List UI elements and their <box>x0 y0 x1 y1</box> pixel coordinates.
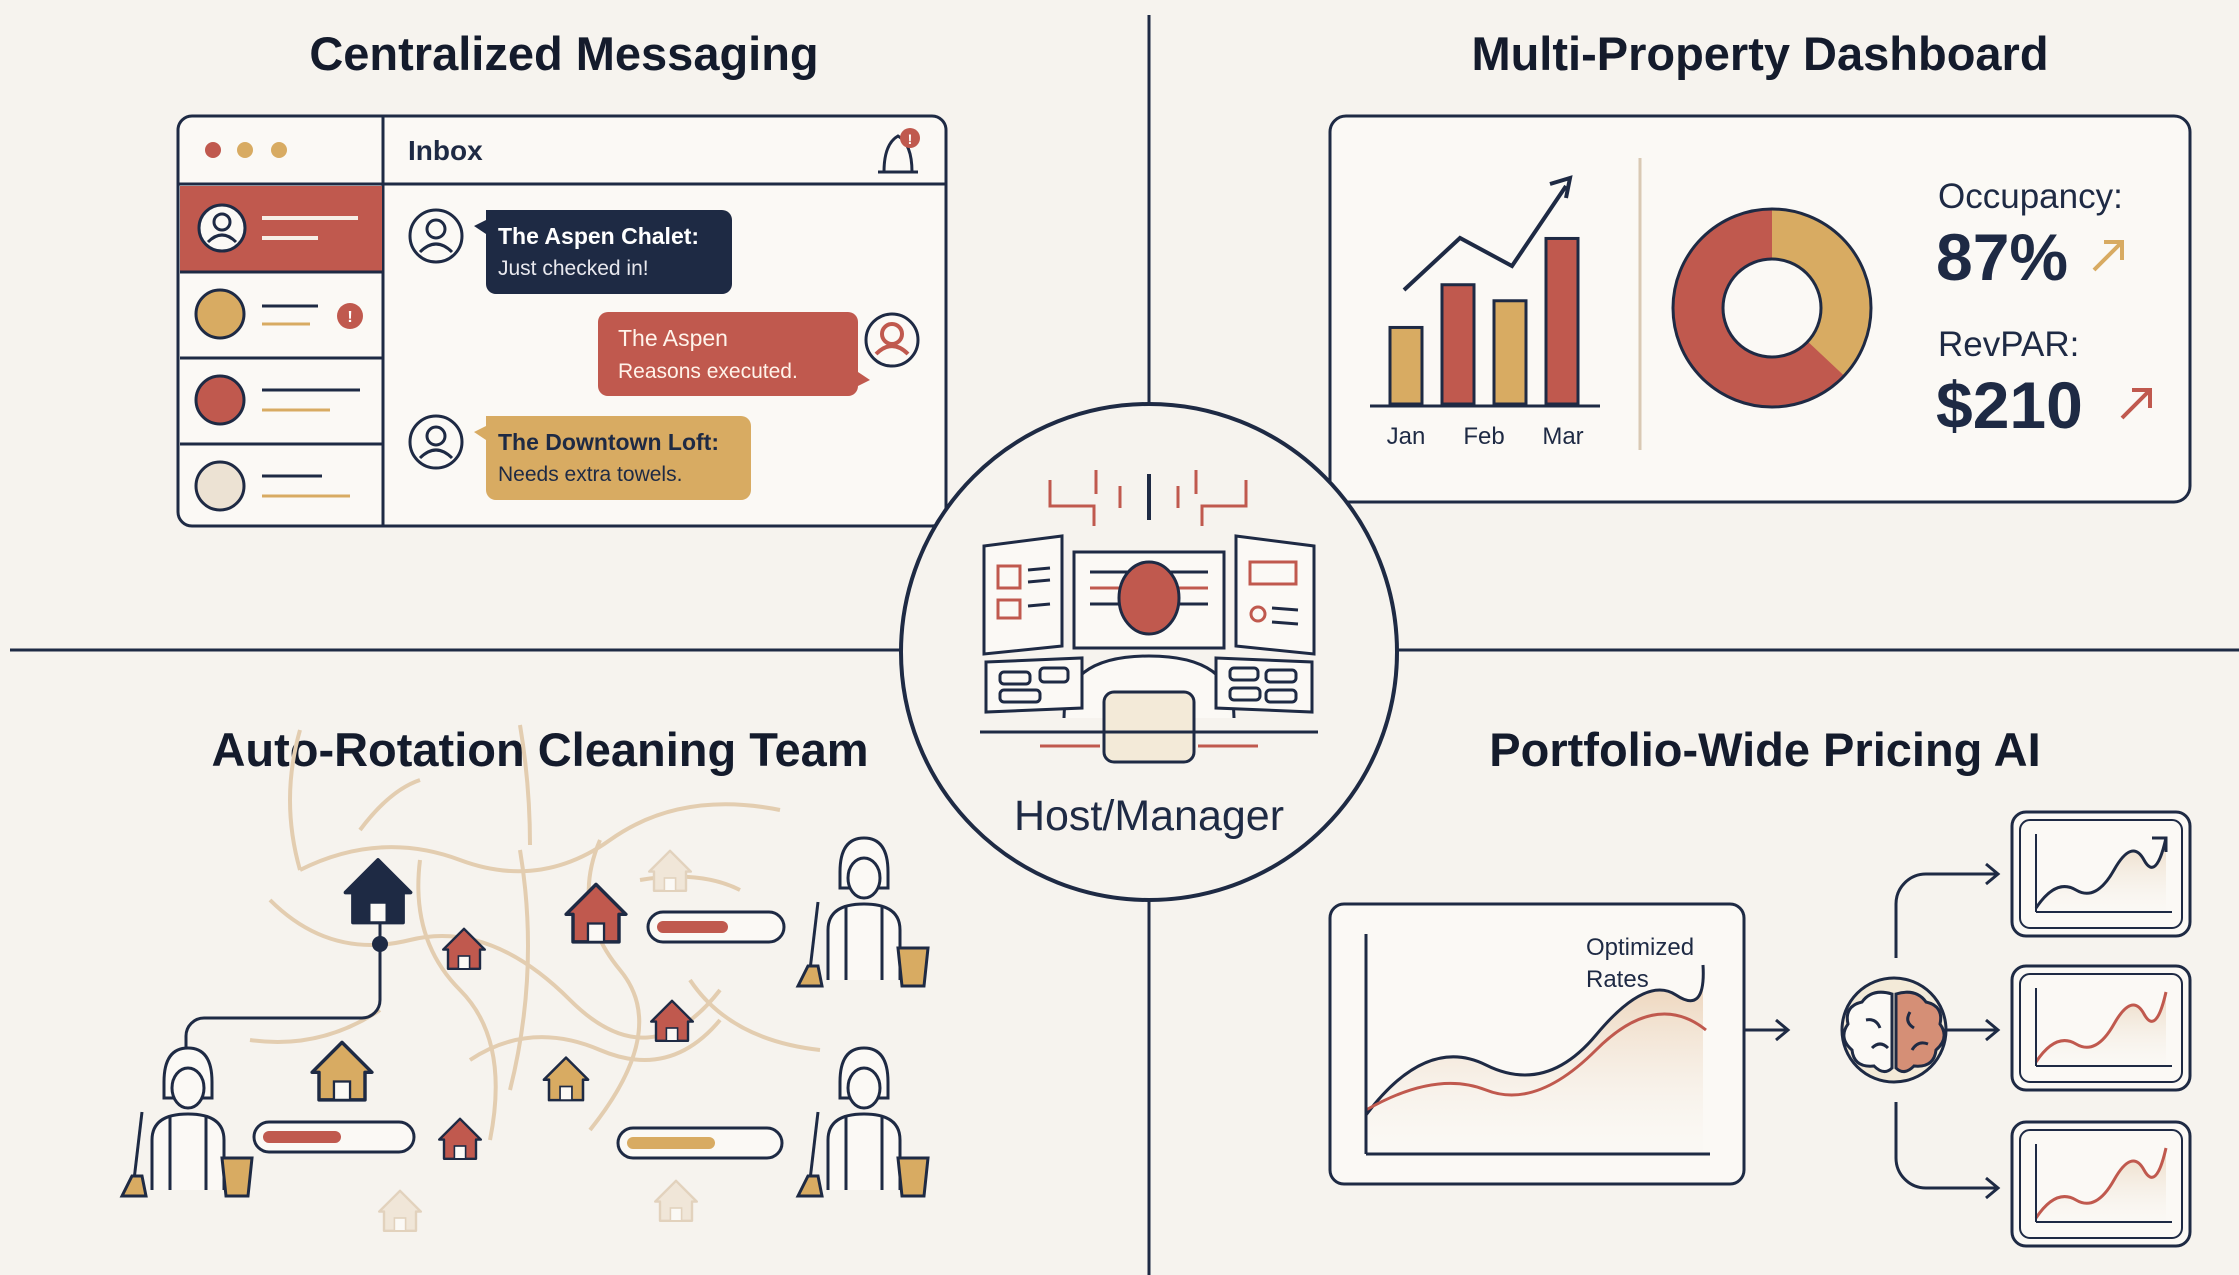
bell-icon[interactable]: ! <box>878 128 920 174</box>
revpar-up-arrow-icon <box>2120 388 2152 420</box>
cleaner-icon <box>795 1046 930 1198</box>
optimized-rate-line <box>1365 1012 1707 1112</box>
keyboard-right-icon <box>1214 656 1314 714</box>
title-auto-rotation-cleaning: Auto-Rotation Cleaning Team <box>211 723 869 776</box>
conversation-item-2[interactable]: ! <box>194 288 363 340</box>
occupancy-value: 87% <box>1936 220 2068 294</box>
progress-bar-2 <box>252 1120 416 1154</box>
house-icon <box>343 858 413 925</box>
message-2-body: Reasons executed. <box>618 360 798 383</box>
progress-bar-3 <box>616 1126 784 1160</box>
month-label-mar: Mar <box>1542 423 1583 450</box>
message-1-body: Just checked in! <box>498 257 649 280</box>
monitor-left-icon <box>982 534 1064 656</box>
house-icon <box>653 1179 699 1223</box>
house-icon <box>441 927 487 971</box>
quadrant-dividers <box>10 15 2239 1275</box>
pricing-chart-panel: Optimized Rates <box>1328 902 1746 1186</box>
month-label-jan: Jan <box>1387 423 1426 450</box>
revpar-label: RevPAR: <box>1938 325 2079 364</box>
cleaning-map <box>119 724 930 1233</box>
message-3-body: Needs extra towels. <box>498 463 682 486</box>
progress-bar-1 <box>646 910 786 944</box>
message-bubble-2: The Aspen Reasons executed. <box>598 312 920 396</box>
bar-4 <box>1544 236 1580 406</box>
title-multi-property-dashboard: Multi-Property Dashboard <box>1471 27 2049 80</box>
market-rate-line <box>1364 964 1705 1116</box>
pricing-connectors <box>1744 862 2001 1200</box>
revpar-value: $210 <box>1936 368 2083 442</box>
house-icon <box>564 882 628 944</box>
map-roads <box>249 724 821 1141</box>
messaging-window: Inbox ! ! <box>176 114 948 528</box>
monitor-right-icon <box>1234 534 1316 656</box>
svg-text:!: ! <box>347 309 352 326</box>
svg-text:!: ! <box>908 131 913 147</box>
message-bubble-1: The Aspen Chalet: Just checked in! <box>408 208 732 294</box>
cleaner-icon <box>119 1046 254 1198</box>
conversation-item-4[interactable] <box>194 460 350 512</box>
occupancy-donut <box>1671 207 1873 409</box>
mini-chart-cards <box>2010 810 2192 1248</box>
cleaner-icons <box>119 836 930 1198</box>
conversation-item-3[interactable] <box>194 374 360 426</box>
house-icon <box>649 999 695 1043</box>
bar-chart <box>1388 236 1580 406</box>
ai-brain-icon <box>1840 976 1948 1084</box>
title-centralized-messaging: Centralized Messaging <box>309 27 819 80</box>
mini-chart-card-3 <box>2010 1120 2192 1248</box>
dashboard-panel: Jan Feb Mar Occupancy: 87% RevPAR: $210 <box>1328 114 2192 504</box>
window-controls <box>205 142 287 158</box>
cleaner-icon <box>795 836 930 988</box>
occupancy-label: Occupancy: <box>1938 177 2123 216</box>
message-2-title: The Aspen <box>618 325 728 351</box>
keyboard-left-icon <box>984 656 1084 714</box>
house-icon <box>437 1117 483 1161</box>
optimized-rates-label-line2: Rates <box>1586 966 1649 993</box>
trend-line <box>1402 184 1568 292</box>
mini-chart-card-2 <box>2010 964 2192 1092</box>
trend-arrow-icon <box>1549 175 1573 199</box>
optimized-rates-label-line1: Optimized <box>1586 934 1694 961</box>
house-icon <box>542 1056 590 1102</box>
month-labels: Jan Feb Mar <box>1387 423 1584 450</box>
occupancy-up-arrow-icon <box>2092 240 2124 272</box>
bar-2 <box>1440 283 1476 406</box>
manager-person-icon <box>1062 560 1236 764</box>
title-portfolio-pricing-ai: Portfolio-Wide Pricing AI <box>1489 723 2041 776</box>
house-icon <box>310 1040 374 1102</box>
inbox-label: Inbox <box>408 135 483 166</box>
house-icon <box>647 849 693 893</box>
conversation-item-1[interactable] <box>180 186 382 272</box>
bar-3 <box>1492 299 1528 406</box>
message-1-title: The Aspen Chalet: <box>498 223 699 249</box>
host-manager-label: Host/Manager <box>1014 792 1284 840</box>
house-icons <box>310 849 699 1233</box>
message-3-title: The Downtown Loft: <box>498 429 719 455</box>
house-icon <box>377 1189 423 1233</box>
mini-chart-card-1 <box>2010 810 2192 938</box>
message-bubble-3: The Downtown Loft: Needs extra towels. <box>408 414 751 500</box>
route-pin-icon <box>184 920 388 1076</box>
host-manager-hub: Host/Manager <box>899 402 1399 902</box>
month-label-feb: Feb <box>1463 423 1504 450</box>
bar-1 <box>1388 325 1424 406</box>
signal-lines <box>1048 470 1248 526</box>
